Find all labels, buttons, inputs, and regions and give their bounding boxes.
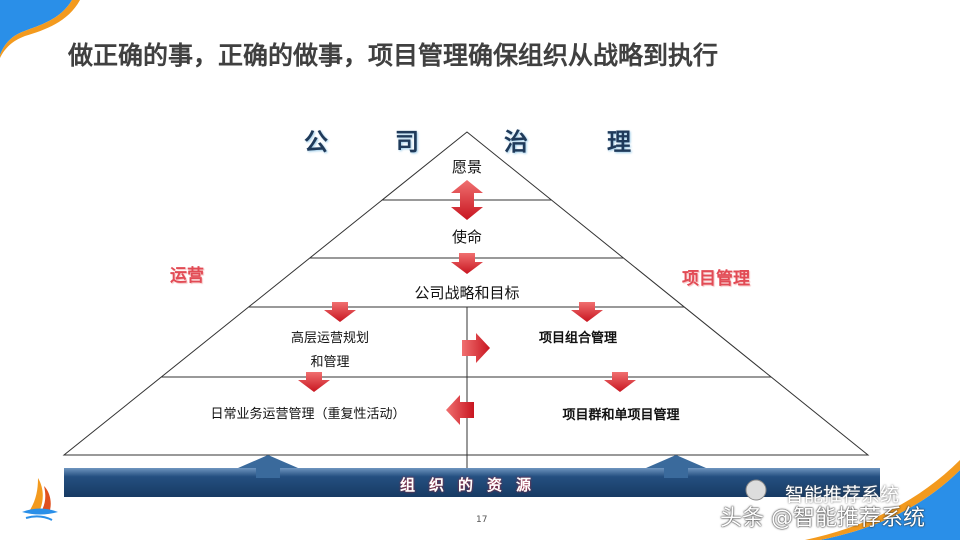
down-arrow-icon — [324, 302, 356, 322]
sailboat-logo — [22, 478, 58, 521]
mission-label: 使命 — [451, 228, 483, 246]
operations-side-label: 运营 — [170, 266, 204, 286]
governance-char: 理 — [607, 128, 631, 156]
daily-ops-label: 日常业务运营管理（重复性活动） — [210, 407, 406, 422]
left-arrow-icon — [446, 395, 474, 425]
governance-char: 司 — [395, 128, 419, 156]
page-number: 17 — [476, 515, 488, 525]
portfolio-label: 项目组合管理 — [538, 331, 618, 346]
watermark-toutiao: 头条 @智能推荐系统 — [720, 506, 925, 531]
project-mgmt-side-label: 项目管理 — [682, 269, 750, 289]
up-down-arrow-icon — [451, 180, 483, 220]
resources-bar — [64, 468, 880, 497]
down-arrow-icon — [451, 253, 483, 274]
vision-label: 愿景 — [451, 158, 483, 176]
up-arrow-icon — [238, 455, 298, 478]
ops-planning-label-2: 和管理 — [310, 355, 350, 370]
page-title: 做正确的事，正确的做事，项目管理确保组织从战略到执行 — [68, 41, 719, 70]
down-arrow-icon — [571, 302, 603, 322]
down-arrow-icon — [298, 372, 330, 392]
up-arrow-icon — [646, 455, 706, 478]
resources-label: 组织的资源 — [400, 476, 546, 494]
corner-decoration-top-left — [0, 0, 72, 55]
governance-char: 治 — [504, 128, 528, 156]
ops-planning-label: 高层运营规划 — [290, 331, 370, 346]
programs-label: 项目群和单项目管理 — [562, 408, 680, 423]
down-arrow-icon — [604, 372, 636, 392]
wechat-icon — [745, 479, 767, 501]
watermark-wechat: 智能推荐系统 — [785, 484, 900, 506]
corner-decoration-bottom-right — [820, 470, 960, 540]
right-arrow-icon — [462, 333, 490, 363]
pyramid — [62, 131, 870, 470]
governance-char: 公 — [304, 128, 328, 156]
strategy-label: 公司战略和目标 — [414, 284, 520, 302]
